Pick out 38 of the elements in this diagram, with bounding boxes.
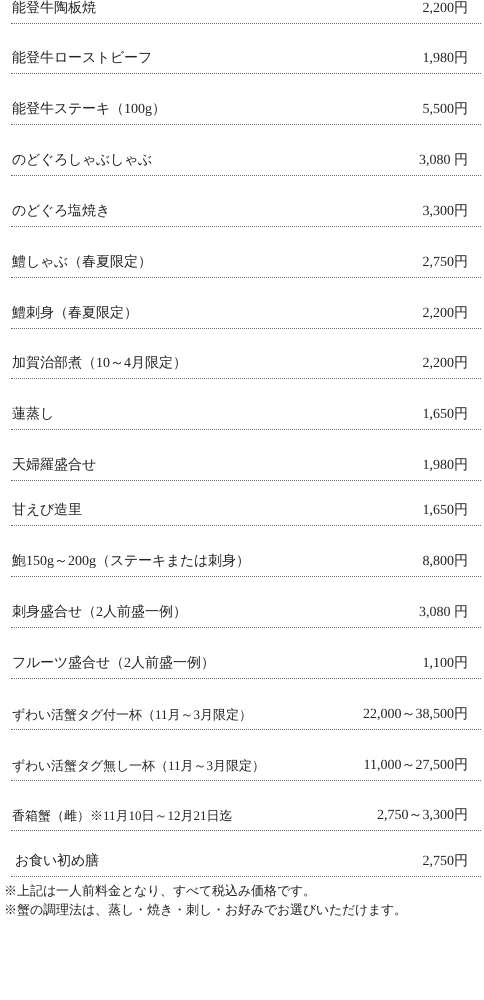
- menu-item-name: 天婦羅盛合せ: [12, 457, 96, 475]
- price-text: 3,080 円: [419, 604, 468, 622]
- menu-item-name: 蓮蒸し: [12, 406, 54, 424]
- price-text: 2,750円: [422, 254, 468, 272]
- menu-item-name: ずわい活蟹タグ無し一杯（11月～3月限定）: [12, 757, 266, 775]
- menu-item-name: フルーツ盛合せ（2人前盛一例）: [12, 655, 215, 673]
- price-text: 1,980円: [422, 457, 468, 475]
- menu-item-name: 鮑150g～200g（ステーキまたは刺身）: [12, 553, 250, 571]
- price-text: 2,200円: [422, 355, 468, 373]
- price-text: 22,000～38,500円: [363, 706, 468, 724]
- menu-item-name: 能登牛ステーキ（100g）: [12, 101, 166, 119]
- price-text: 1,650円: [422, 406, 468, 424]
- footnote-text: ※上記は一人前料金となり、すべて税込み価格です。: [4, 882, 316, 900]
- price-text: 1,980円: [422, 50, 468, 68]
- footnote-text: ※蟹の調理法は、蒸し・焼き・刺し・お好みでお選びいただけます。: [4, 901, 407, 919]
- price-text: 5,500円: [422, 101, 468, 119]
- price-text: 3,080 円: [419, 152, 468, 170]
- price-text: 3,300円: [422, 203, 468, 221]
- price-text: 2,200円: [422, 305, 468, 323]
- price-text: 1,100円: [422, 655, 468, 673]
- price-text: 8,800円: [422, 553, 468, 571]
- menu-item-name: 能登牛陶板焼: [12, 0, 96, 18]
- menu-item-name: 刺身盛合せ（2人前盛一例）: [12, 604, 187, 622]
- menu-item-name: お食い初め膳: [15, 853, 99, 871]
- menu-item-name: 香箱蟹（雌）※11月10日～12月21日迄: [12, 807, 233, 825]
- price-text: 11,000～27,500円: [364, 757, 468, 775]
- price-text: 2,750～3,300円: [377, 807, 468, 825]
- menu-item-name: 加賀治部煮（10～4月限定）: [12, 355, 187, 373]
- price-text: 2,750円: [422, 853, 468, 871]
- menu-item-name: 能登牛ローストビーフ: [12, 50, 152, 68]
- menu-item-name: 鱧しゃぶ（春夏限定）: [12, 254, 152, 272]
- menu-item-name: のどぐろしゃぶしゃぶ: [12, 152, 152, 170]
- price-text: 2,200円: [422, 0, 468, 18]
- menu-item-name: 鱧刺身（春夏限定）: [12, 305, 138, 323]
- menu-item-name: ずわい活蟹タグ付一杯（11月～3月限定）: [12, 706, 252, 724]
- menu-item-name: 甘えび造里: [12, 502, 82, 520]
- price-text: 1,650円: [422, 502, 468, 520]
- menu-item-name: のどぐろ塩焼き: [12, 203, 110, 221]
